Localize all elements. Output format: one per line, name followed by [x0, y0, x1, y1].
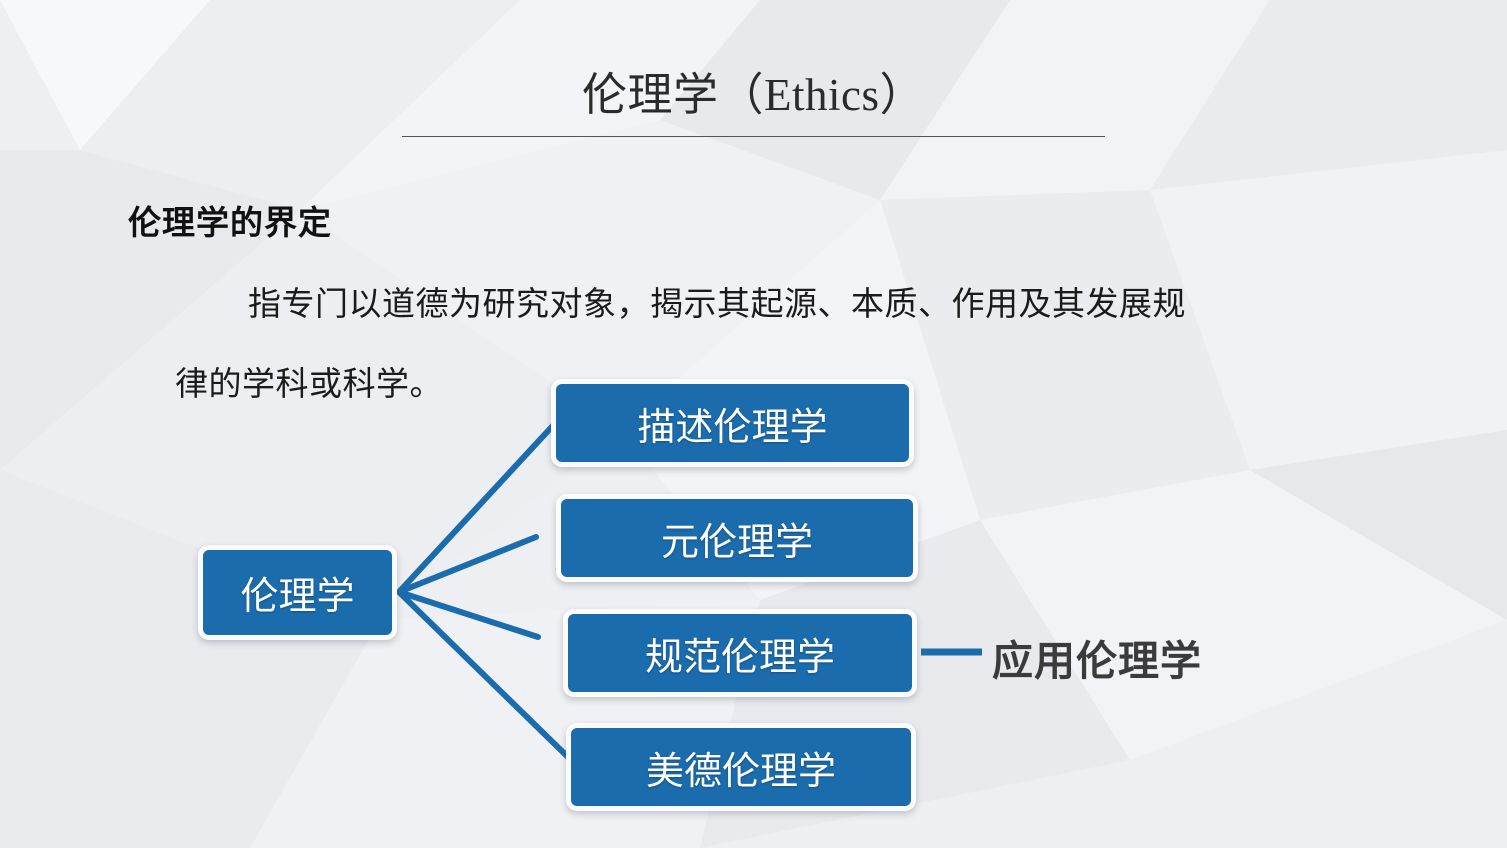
page-title: 伦理学（Ethics）	[582, 70, 925, 120]
diagram-node-descriptive-ethics[interactable]: 描述伦理学	[551, 379, 914, 467]
diagram-node-label: 元伦理学	[660, 521, 813, 564]
title-block: 伦理学（Ethics）	[0, 70, 1507, 120]
body-paragraph-line-1: 指专门以道德为研究对象，揭示其起源、本质、作用及其发展规	[248, 285, 1186, 322]
diagram-node-root[interactable]: 伦理学	[198, 545, 397, 640]
diagram-node-meta-ethics[interactable]: 元伦理学	[556, 494, 918, 582]
diagram-node-label: 描述伦理学	[637, 406, 828, 449]
diagram-node-virtue-ethics[interactable]: 美德伦理学	[566, 723, 916, 811]
diagram-node-normative-ethics[interactable]: 规范伦理学	[563, 609, 917, 697]
diagram-node-root-label: 伦理学	[240, 576, 355, 618]
title-divider	[402, 136, 1105, 137]
diagram-node-label: 规范伦理学	[644, 636, 835, 679]
section-heading: 伦理学的界定	[128, 204, 332, 241]
diagram-node-label: 美德伦理学	[645, 750, 836, 793]
body-paragraph-line-2: 律的学科或科学。	[175, 365, 443, 402]
